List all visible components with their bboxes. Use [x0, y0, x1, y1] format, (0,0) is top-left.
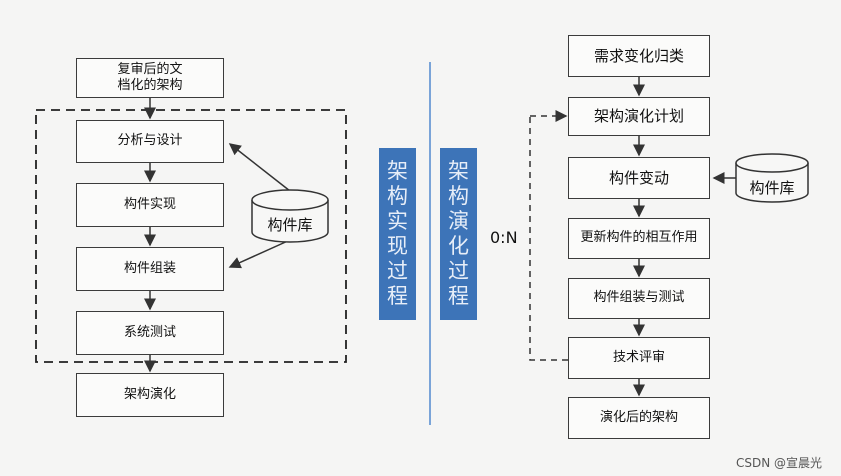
evolution-label-char: 过 — [448, 259, 469, 283]
evolution-label-char: 构 — [448, 184, 469, 208]
left-dashed-boundary — [35, 109, 347, 363]
step-evolution-plan: 架构演化计划 — [568, 97, 710, 136]
implementation-process-label: 架构实现过程 — [379, 148, 416, 320]
evolution-label-char: 演 — [448, 209, 469, 233]
implementation-label-char: 过 — [387, 259, 408, 283]
step-technical-review: 技术评审 — [568, 337, 710, 379]
implementation-label-char: 实 — [387, 209, 408, 233]
left-library-cylinder — [251, 189, 329, 243]
step-update-interactions: 更新构件的相互作用 — [568, 218, 710, 259]
feedback-loop-dashed — [529, 116, 568, 361]
output-architecture-evolution: 架构演化 — [76, 373, 224, 417]
input-architecture-box: 复审后的文 档化的架构 — [76, 58, 224, 98]
step-component-change: 构件变动 — [568, 157, 710, 199]
watermark: CSDN @宣晨光 — [736, 456, 823, 470]
evolution-process-label: 架构演化过程 — [440, 148, 477, 320]
implementation-label-char: 架 — [387, 159, 408, 183]
step-requirement-classification: 需求变化归类 — [568, 35, 710, 77]
evolution-label-char: 架 — [448, 159, 469, 183]
right-library-label: 构件库 — [749, 179, 795, 197]
evolution-label-char: 化 — [448, 234, 469, 258]
right-library-cylinder — [735, 153, 809, 203]
step-assembly: 构件组装 — [76, 247, 224, 291]
cardinality-label: 0:N — [490, 228, 518, 247]
arrow-library-to-analysis — [228, 143, 291, 192]
step-analysis-design: 分析与设计 — [76, 120, 224, 163]
step-system-test: 系统测试 — [76, 311, 224, 355]
implementation-label-char: 构 — [387, 184, 408, 208]
evolution-label-char: 程 — [448, 284, 469, 308]
step-evolved-architecture: 演化后的架构 — [568, 397, 710, 439]
step-assembly-test: 构件组装与测试 — [568, 278, 710, 319]
left-library-label: 构件库 — [267, 216, 313, 234]
implementation-label-char: 现 — [387, 234, 408, 258]
arrow-library-to-assembly — [228, 239, 291, 269]
implementation-label-char: 程 — [387, 284, 408, 308]
step-implementation: 构件实现 — [76, 183, 224, 227]
